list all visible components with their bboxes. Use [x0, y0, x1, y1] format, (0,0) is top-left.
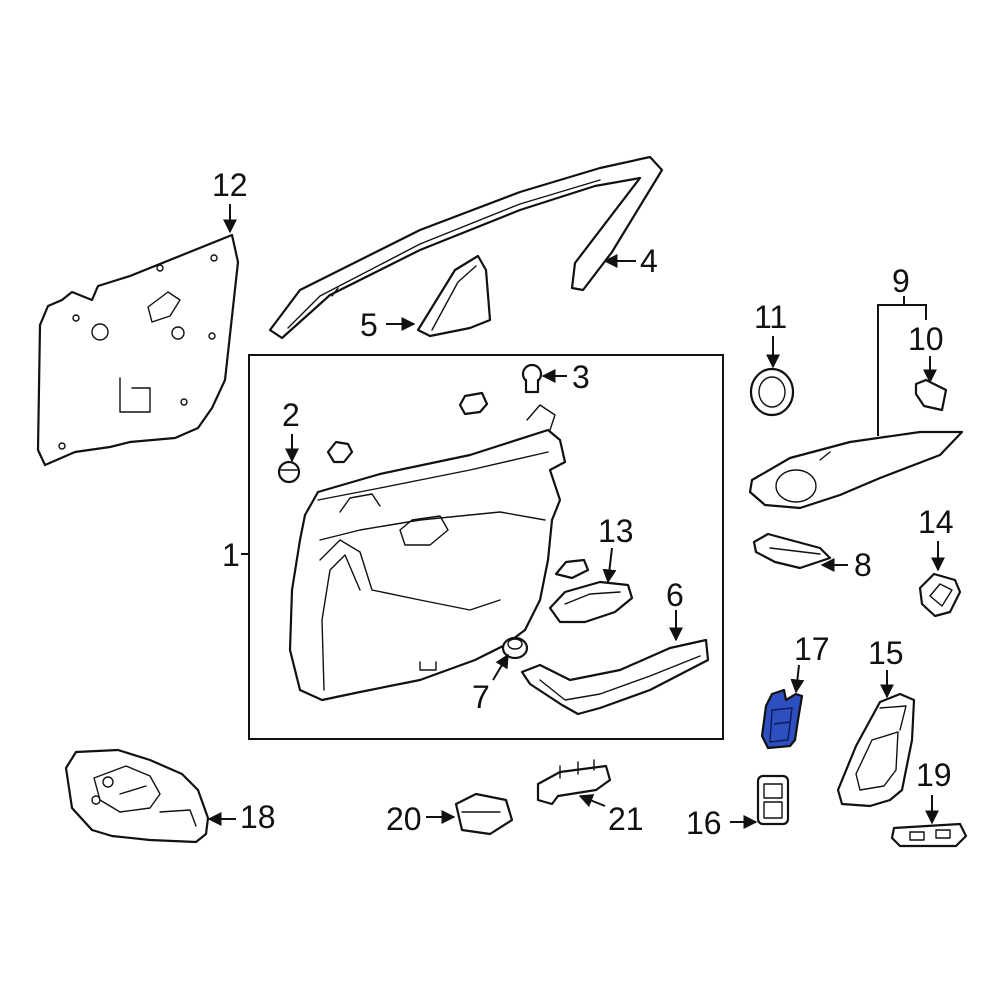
part-6-armrest[interactable] — [520, 638, 710, 716]
part-16-small-switch[interactable] — [756, 774, 790, 826]
part-3-screw[interactable] — [521, 363, 543, 394]
part-1-door-trim-panel[interactable] — [288, 404, 567, 702]
callout-9: 9 — [892, 263, 910, 299]
part-14-switch[interactable] — [918, 572, 962, 618]
callout-11: 11 — [754, 299, 787, 335]
callout-14: 14 — [918, 504, 954, 540]
clip-part-near-2[interactable] — [326, 440, 354, 464]
callout-7: 7 — [472, 679, 490, 715]
part-21-bracket[interactable] — [536, 759, 612, 806]
part-11-speaker-grille[interactable] — [749, 367, 795, 417]
clip-part-near-3[interactable] — [458, 391, 489, 416]
part-8-trim-insert[interactable] — [752, 532, 832, 570]
callout-10: 10 — [908, 321, 944, 357]
callout-8: 8 — [854, 547, 872, 583]
callout-1: 1 — [222, 537, 240, 573]
part-4-window-molding[interactable] — [268, 155, 664, 340]
part-13-handle-bezel[interactable] — [548, 558, 634, 624]
callout-16: 16 — [686, 805, 722, 841]
callout-2: 2 — [282, 397, 300, 433]
part-15-master-switch[interactable] — [836, 692, 916, 808]
part-2-push-pin[interactable] — [277, 460, 301, 484]
callout-21: 21 — [608, 801, 644, 837]
callout-3: 3 — [572, 359, 590, 395]
callout-5: 5 — [360, 307, 378, 343]
part-5-mirror-cover[interactable] — [416, 254, 492, 338]
callout-6: 6 — [666, 577, 684, 613]
callout-20: 20 — [386, 801, 422, 837]
leader-lines — [207, 204, 945, 829]
callout-labels: 12 4 5 3 2 1 13 6 7 11 9 10 8 14 17 15 1… — [212, 167, 954, 841]
part-19-switch-cover[interactable] — [890, 822, 968, 848]
part-1-assembly-box — [248, 354, 724, 740]
callout-17: 17 — [794, 631, 830, 667]
part-17-switch-bezel-highlighted[interactable] — [760, 688, 804, 750]
callout-13: 13 — [598, 513, 634, 549]
callout-18: 18 — [240, 799, 276, 835]
part-9-upper-trim[interactable] — [748, 430, 964, 510]
part-10-clip[interactable] — [914, 378, 948, 412]
callout-4: 4 — [640, 243, 658, 279]
callout-12: 12 — [212, 167, 248, 203]
callout-15: 15 — [868, 635, 904, 671]
part-7-knob[interactable] — [501, 636, 529, 660]
part-20-connector[interactable] — [454, 792, 514, 836]
part-12-water-shield[interactable] — [36, 233, 240, 467]
callout-19: 19 — [916, 757, 952, 793]
part-18-seat-control[interactable] — [64, 748, 210, 844]
